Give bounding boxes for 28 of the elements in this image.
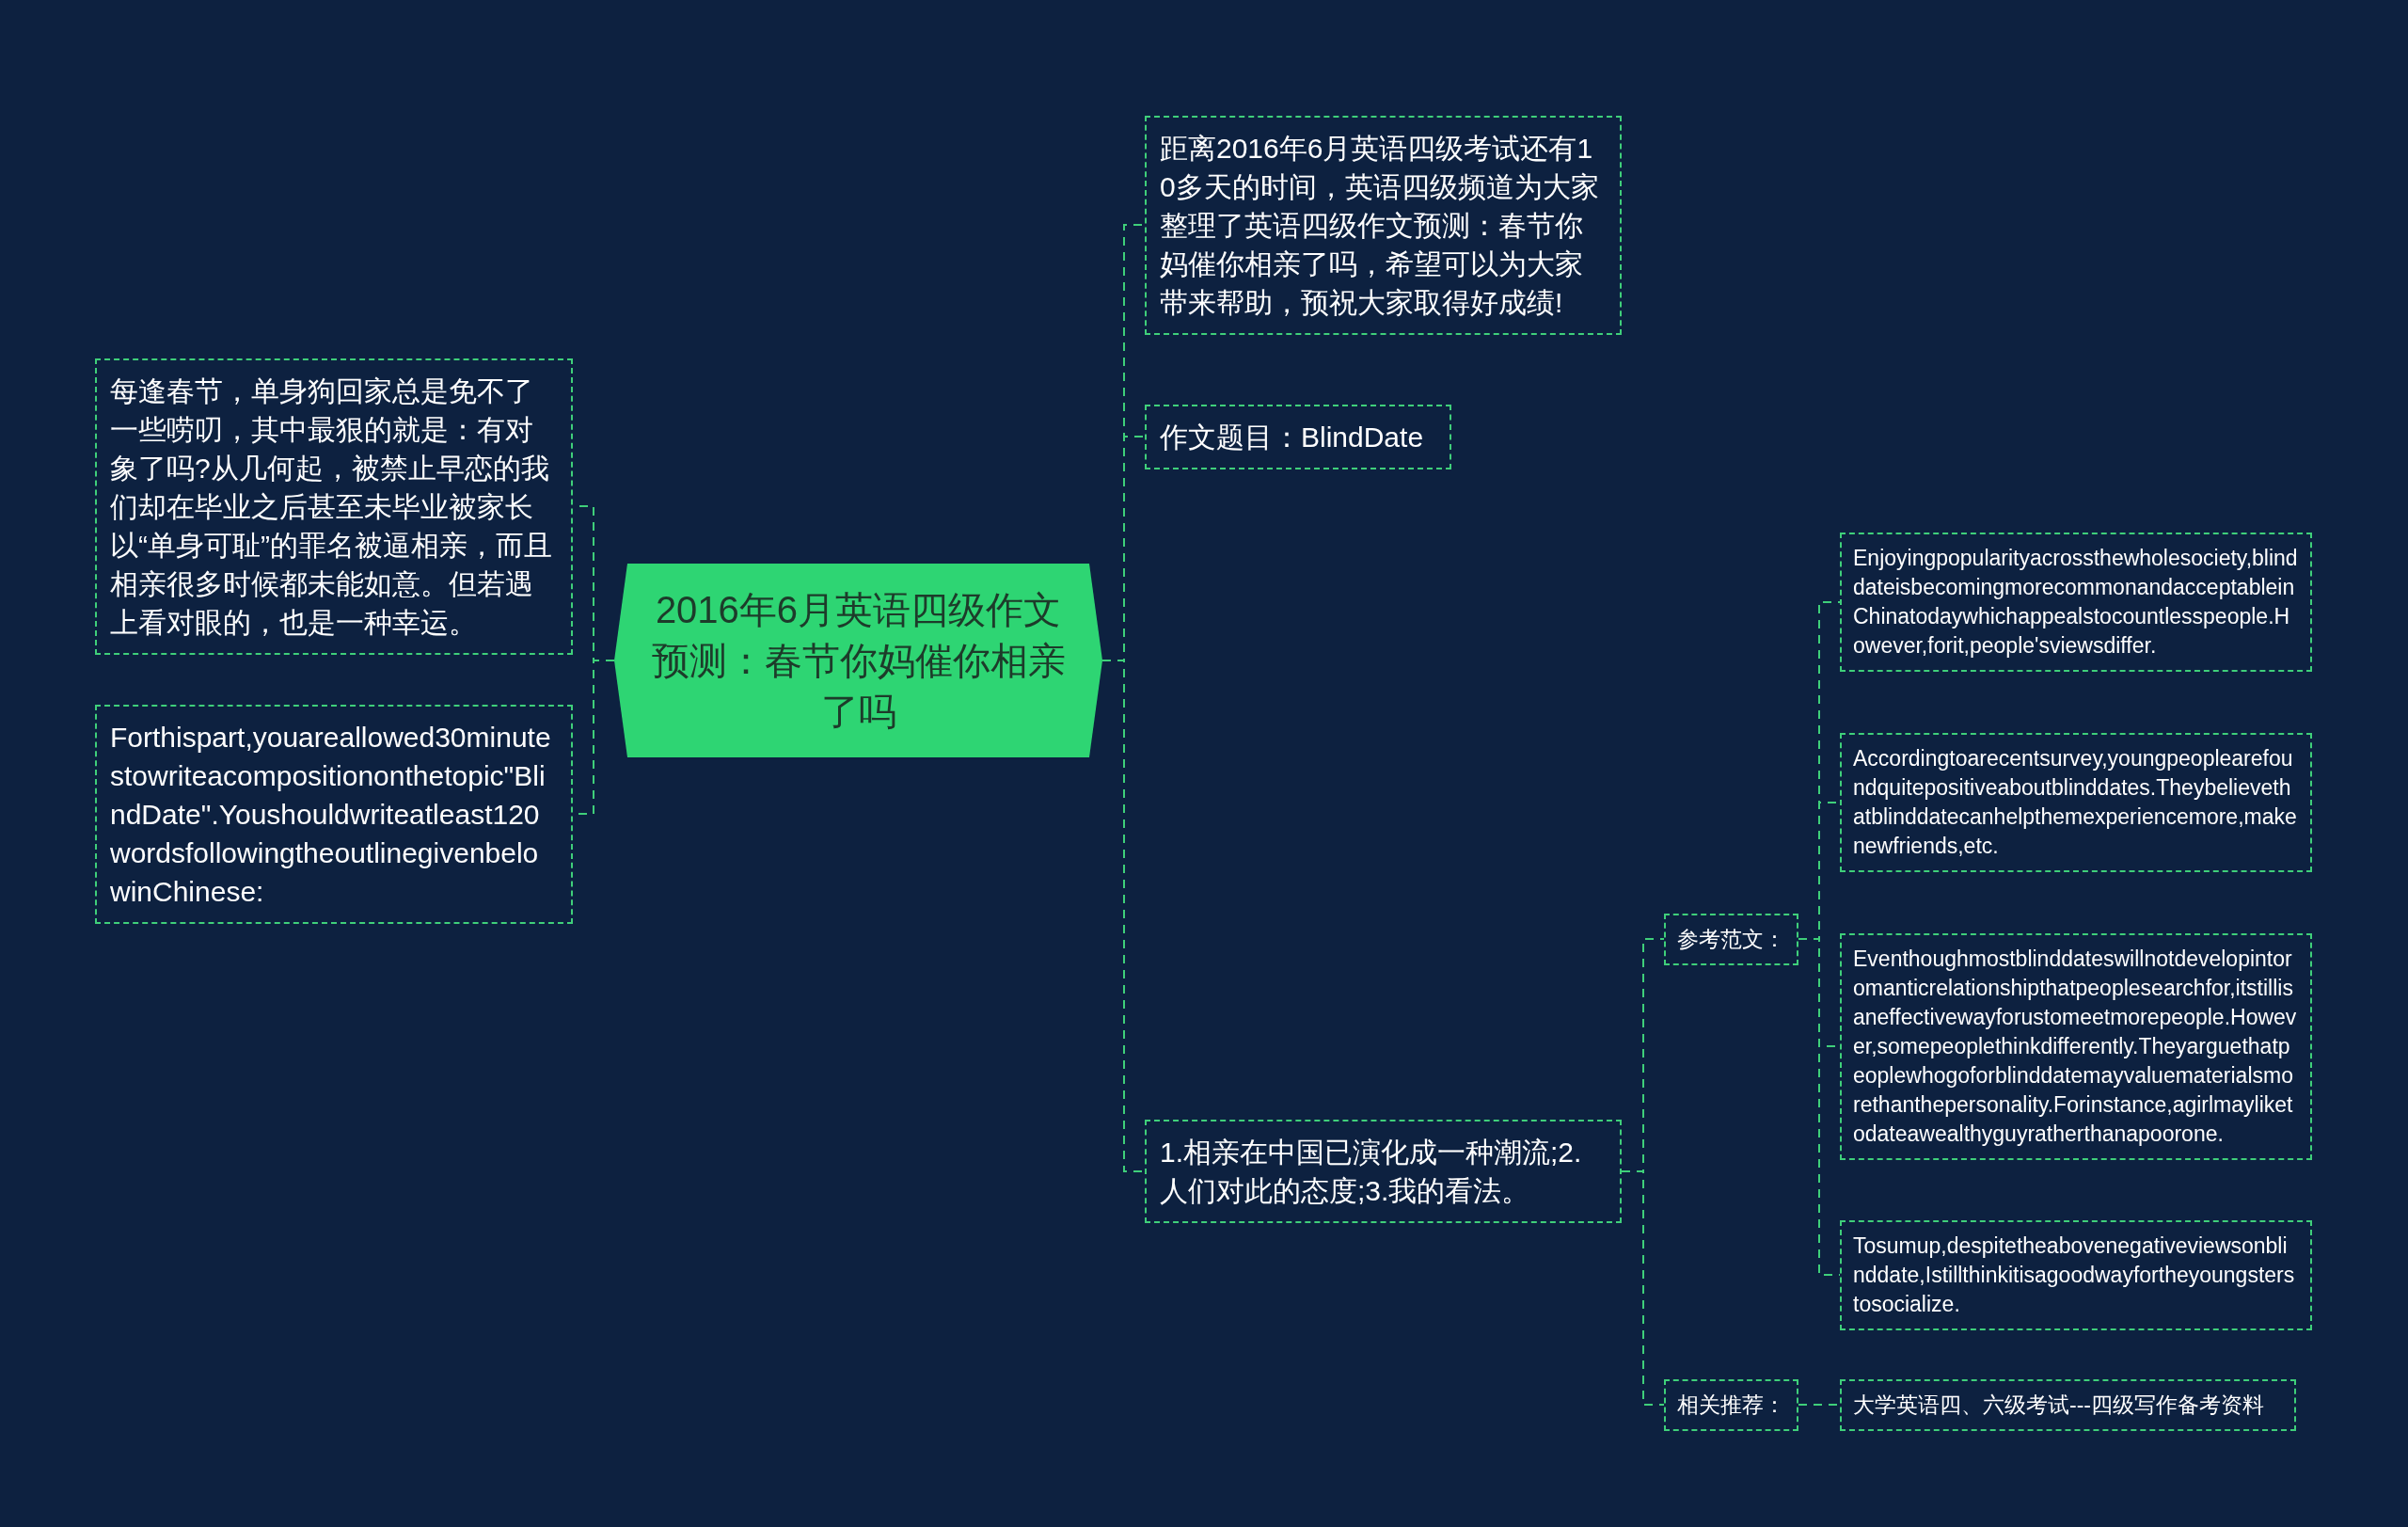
topic-text: 参考范文：	[1677, 925, 1785, 953]
topic-box	[95, 358, 573, 655]
topic-box	[1145, 404, 1451, 469]
topic-box	[1840, 932, 2312, 1160]
topic-text: 相关推荐：	[1677, 1391, 1785, 1419]
topic-text: 距离2016年6月英语四级考试还有10多天的时间，英语四级频道为大家整理了英语四级作文预测：春节你妈催你相亲了吗，希望可以为大家带来帮助，预祝大家取得好成绩!	[1160, 131, 1600, 320]
topic-box	[1840, 1378, 2296, 1431]
topic-box	[1145, 115, 1622, 335]
topic-box	[1664, 1378, 1798, 1431]
topic-text: Accordingtoarecentsurvey,youngpeoplearefoundquitepositiveaboutblinddates.Theybelievethatblinddatecanhelpthemexperiencemore,makenewfriends,etc.	[1853, 745, 2298, 860]
topic-box	[95, 704, 573, 924]
topic-box	[1840, 733, 2312, 872]
topic-text: 每逢春节，单身狗回家总是免不了一些唠叨，其中最狠的就是：有对象了吗?从几何起，被禁止早恋的我们却在毕业之后甚至未毕业被家长以“单身可耻”的罪名被逼相亲，而且相亲很多时候都未能如意。但若遇上看对眼的，也是一种幸运。	[110, 374, 553, 640]
topic-box	[1145, 1120, 1622, 1223]
connector-line	[1798, 938, 1841, 1276]
topic-box	[1664, 913, 1798, 965]
topic-box	[1840, 1219, 2312, 1330]
topic-title: 2016年6月英语四级作文预测：春节你妈催你相亲了吗	[650, 588, 1067, 734]
topic-box	[1840, 533, 2312, 672]
connector-line	[1621, 1170, 1665, 1406]
topic-text: Enjoyingpopularityacrossthewholesociety,blinddateisbecomingmorecommonandacceptableinChinatodaywhichappealstocountlesspeople.However,forit,people'sviewsdiffer.	[1853, 545, 2299, 660]
topic-text: 作文题目：BlindDate	[1160, 420, 1425, 454]
topic-text: 1.相亲在中国已演化成一种潮流;2.人们对此的态度;3.我的看法。	[1160, 1136, 1583, 1208]
topic-text: 大学英语四、六级考试---四级写作备考资料	[1853, 1391, 2265, 1419]
topic-text: Tosumup,despitetheabovenegativeviewsonblinddate,Istillthinkitisagoodwayfortheyoungsterstosocialize.	[1853, 1232, 2296, 1318]
topic-text: Forthispart,youareallowed30minutestowriteacompositiononthetopic"BlindDate".Youshouldwriteatleast120wordsfollowingtheoutlinegivenbelowinChinese:	[110, 720, 552, 909]
central-topic	[614, 564, 1102, 757]
topic-text: Eventhoughmostblinddateswillnotdevelopintoromanticrelationshipthatpeoplesearchfor,itstillisaneffectivewayforustomeetmorepeople.However,somepeoplethinkdifferently.Theyarguethatpeoplewhogoforblinddatemayvaluematerialsmorethanthepersonality.Forinstance,agirlmayliketodateawealthyguyratherthanapoorone.	[1853, 945, 2298, 1148]
